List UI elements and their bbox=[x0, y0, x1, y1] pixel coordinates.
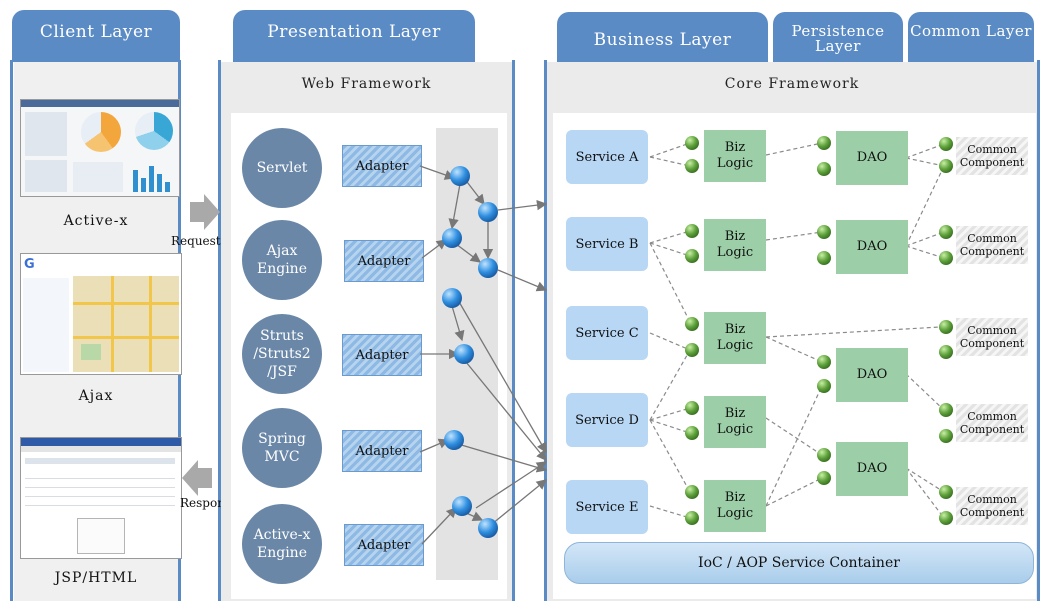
connector-node bbox=[685, 317, 699, 331]
request-label: Request bbox=[171, 234, 221, 248]
adapter-ajax: Adapter bbox=[344, 240, 424, 282]
biz-logic-4: Biz Logic bbox=[704, 396, 766, 448]
common-layer-label: Common Layer bbox=[910, 22, 1032, 40]
service-c: Service C bbox=[566, 306, 648, 360]
connector-node bbox=[685, 249, 699, 263]
divider-mid-2 bbox=[218, 60, 221, 601]
connector-node bbox=[939, 485, 953, 499]
adapter-struts: Adapter bbox=[342, 334, 422, 376]
framework-struts: Struts /Struts2 /JSF bbox=[242, 314, 322, 394]
connector-node bbox=[685, 343, 699, 357]
dao-2: DAO bbox=[836, 220, 908, 274]
common-component-4: Common Component bbox=[956, 404, 1028, 442]
response-arrow bbox=[182, 460, 212, 496]
common-layer-tab: Common Layer bbox=[908, 12, 1034, 62]
dispatcher-node bbox=[478, 258, 498, 278]
divider-mid-3 bbox=[512, 60, 515, 601]
connector-node bbox=[685, 426, 699, 440]
dispatcher-node bbox=[454, 344, 474, 364]
connector-node bbox=[817, 136, 831, 150]
dispatcher-node bbox=[452, 496, 472, 516]
common-component-2: Common Component bbox=[956, 226, 1028, 264]
flow-arrows bbox=[182, 194, 220, 496]
biz-logic-1: Biz Logic bbox=[704, 130, 766, 182]
connector-node bbox=[685, 224, 699, 238]
connector-node bbox=[939, 403, 953, 417]
presentation-layer-tab: Presentation Layer bbox=[233, 10, 475, 62]
request-arrow bbox=[190, 194, 220, 230]
dispatcher-node bbox=[442, 288, 462, 308]
connector-node bbox=[685, 401, 699, 415]
service-e: Service E bbox=[566, 480, 648, 534]
connector-node bbox=[817, 471, 831, 485]
biz-logic-5: Biz Logic bbox=[704, 480, 766, 532]
dispatcher-node bbox=[450, 166, 470, 186]
connector-node bbox=[939, 429, 953, 443]
divider-right bbox=[1037, 60, 1040, 601]
client-label-ajax: Ajax bbox=[78, 388, 114, 404]
dao-1: DAO bbox=[836, 131, 908, 185]
persistence-layer-label: Persistence Layer bbox=[791, 22, 885, 55]
framework-ajax-engine: Ajax Engine bbox=[242, 220, 322, 300]
adapter-activex: Adapter bbox=[344, 524, 424, 566]
adapter-spring: Adapter bbox=[342, 430, 422, 472]
common-component-1: Common Component bbox=[956, 137, 1028, 175]
ioc-aop-container: IoC / AOP Service Container bbox=[564, 542, 1034, 584]
dao-3: DAO bbox=[836, 348, 908, 402]
connector-node bbox=[939, 320, 953, 334]
connector-node bbox=[939, 225, 953, 239]
biz-logic-2: Biz Logic bbox=[704, 219, 766, 271]
framework-spring-mvc: Spring MVC bbox=[242, 408, 322, 488]
framework-activex-engine: Active-x Engine bbox=[242, 504, 322, 584]
connector-node bbox=[685, 485, 699, 499]
client-label-activex: Active-x bbox=[63, 213, 129, 229]
ajax-screenshot: G bbox=[20, 253, 182, 375]
service-a: Service A bbox=[566, 130, 648, 184]
framework-servlet: Servlet bbox=[242, 128, 322, 208]
common-component-3: Common Component bbox=[956, 318, 1028, 356]
dao-4: DAO bbox=[836, 442, 908, 496]
business-layer-tab: Business Layer bbox=[557, 12, 768, 62]
connector-node bbox=[817, 448, 831, 462]
divider-mid-4 bbox=[544, 60, 547, 601]
service-b: Service B bbox=[566, 217, 648, 271]
dispatcher-node bbox=[478, 202, 498, 222]
biz-logic-3: Biz Logic bbox=[704, 312, 766, 364]
web-framework-title: Web Framework bbox=[301, 76, 432, 92]
service-d: Service D bbox=[566, 393, 648, 447]
persistence-layer-tab: Persistence Layer bbox=[773, 12, 903, 62]
connector-node bbox=[817, 162, 831, 176]
activex-screenshot bbox=[20, 99, 180, 197]
connector-node bbox=[939, 137, 953, 151]
connector-node bbox=[685, 511, 699, 525]
connector-node bbox=[939, 251, 953, 265]
connector-node bbox=[817, 251, 831, 265]
common-component-5: Common Component bbox=[956, 487, 1028, 525]
dispatcher-node bbox=[478, 518, 498, 538]
connector-node bbox=[817, 225, 831, 239]
connector-node bbox=[685, 136, 699, 150]
dispatcher-node bbox=[442, 228, 462, 248]
core-framework-title: Core Framework bbox=[724, 76, 860, 92]
connector-node bbox=[939, 345, 953, 359]
connector-node bbox=[817, 379, 831, 393]
divider-left bbox=[10, 60, 13, 601]
dispatcher-node bbox=[444, 430, 464, 450]
jsp-screenshot bbox=[20, 437, 182, 559]
connector-node bbox=[817, 355, 831, 369]
client-label-jsp: JSP/HTML bbox=[54, 570, 138, 586]
client-layer-tab: Client Layer bbox=[12, 10, 180, 62]
connector-node bbox=[939, 159, 953, 173]
connector-node bbox=[685, 159, 699, 173]
connector-node bbox=[939, 511, 953, 525]
